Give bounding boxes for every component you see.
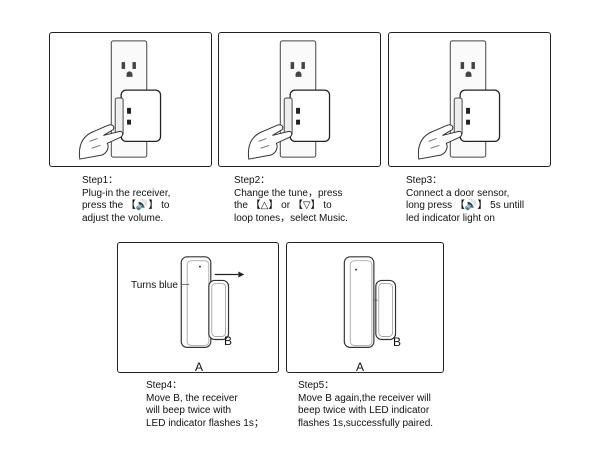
step2-caption: Step2： Change the tune，press the 【△】 or … (234, 175, 348, 225)
step-line: Connect a door sensor, (406, 187, 510, 199)
outlet-receiver-illustration (417, 40, 501, 160)
step4-caption: Step4： Move B, the receiver will beep tw… (146, 380, 264, 430)
step-line: LED indicator flashes 1s； (146, 417, 264, 429)
step-heading: Step3： (406, 175, 443, 186)
step-heading: Step4： (146, 380, 183, 391)
step-line: loop tones，select Music. (234, 212, 348, 224)
step5-illustration: A B (286, 242, 444, 373)
step5-caption: Step5： Move B again,the receiver will be… (298, 380, 433, 430)
step-line: led indicator light on (406, 212, 495, 224)
step-line: press the 【🔊】 to (82, 200, 170, 211)
step2-illustration (218, 32, 381, 167)
step-line: beep twice with LED indicator (298, 405, 430, 416)
step-line: long press 【🔊】 5s untill (406, 200, 525, 211)
step3-caption: Step3： Connect a door sensor, long press… (406, 175, 524, 225)
outlet-receiver-illustration (78, 40, 162, 160)
step-line: the 【△】 or 【▽】 to (234, 200, 332, 211)
outlet-receiver-illustration (247, 40, 331, 160)
step-line: Move B, the receiver (146, 392, 238, 404)
step-line: will beep twice with (146, 405, 232, 416)
step4-illustration: Turns blue A B (117, 242, 279, 373)
step-line: flashes 1s,successfully paired. (298, 417, 434, 429)
step-heading: Step5： (298, 380, 335, 391)
door-sensor-illustration (180, 256, 245, 348)
step-heading: Step2： (234, 175, 271, 186)
door-sensor-illustration (343, 256, 397, 348)
step3-illustration (388, 32, 551, 167)
sensor-a-label: A (195, 360, 204, 373)
magnet-b-label: B (393, 335, 402, 349)
step-line: Change the tune，press (234, 187, 343, 199)
step1-caption: Step1： Plug-in the receiver, press the 【… (82, 175, 170, 225)
sensor-a-label: A (356, 360, 365, 373)
turns-blue-label: Turns blue (131, 280, 178, 291)
step-heading: Step1： (82, 175, 119, 186)
step1-illustration (49, 32, 212, 167)
step-line: Plug-in the receiver, (82, 187, 171, 199)
magnet-b-label: B (224, 334, 233, 348)
step-line: Move B again,the receiver will (298, 392, 431, 404)
step-line: adjust the volume. (82, 212, 164, 224)
